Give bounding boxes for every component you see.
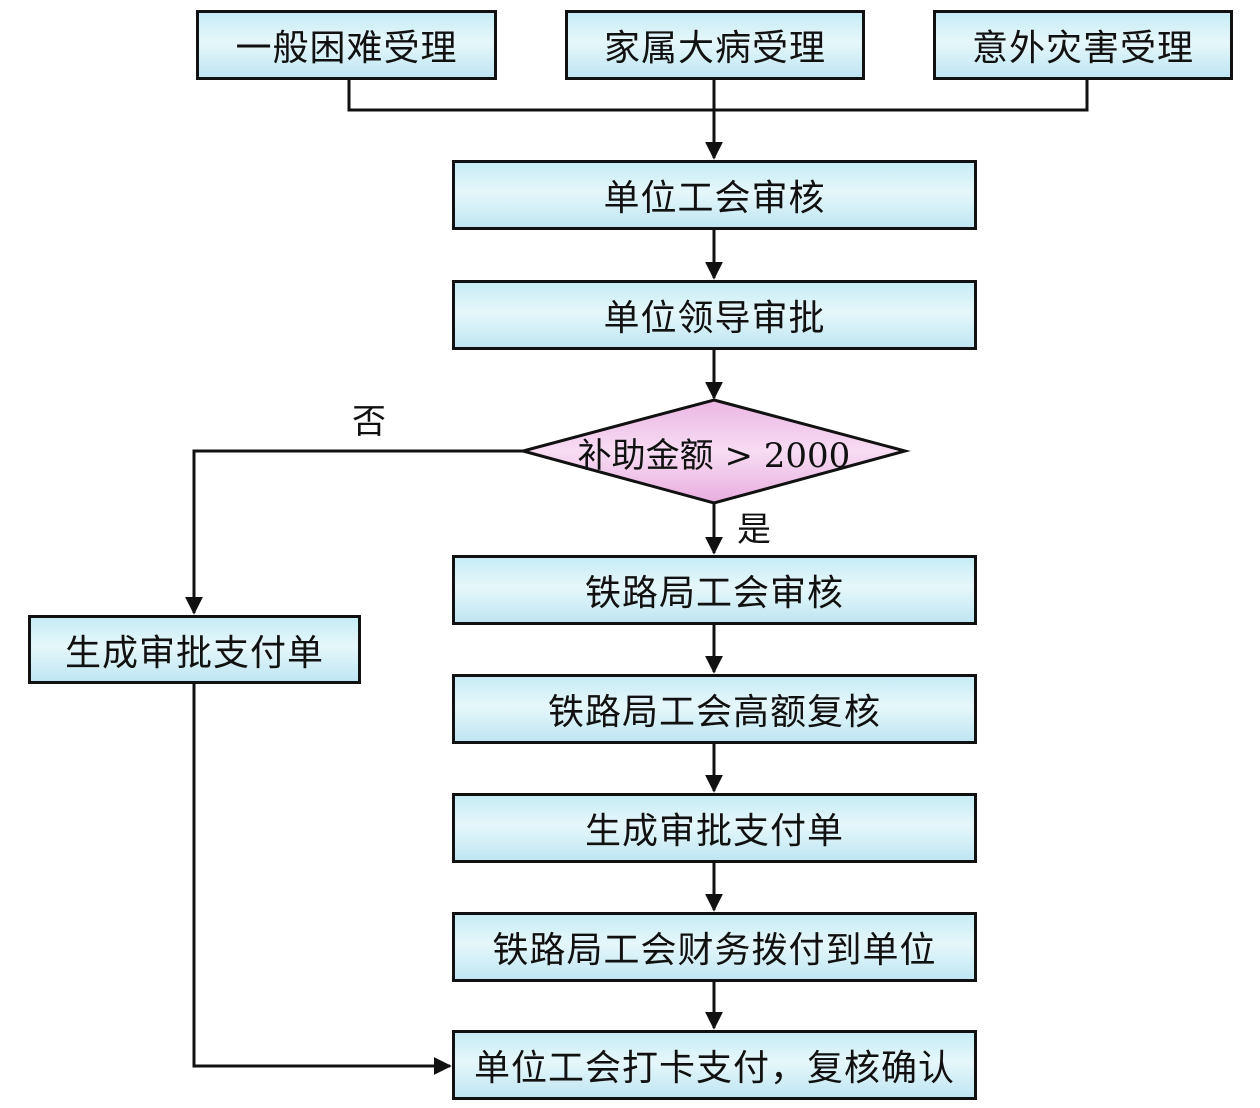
arrow-no (185, 449, 523, 615)
node-label: 生成审批支付单 (64, 632, 324, 674)
node-label: 家属大病受理 (603, 28, 826, 69)
arrow-no-branch-to-final (192, 683, 452, 1075)
node-label: 生成审批支付单 (584, 811, 844, 852)
merge-connector (347, 79, 1089, 112)
node-label: 铁路局工会财务拨付到单位 (492, 930, 937, 971)
node-label: 铁路局工会审核 (584, 573, 844, 614)
node-family-illness: 家属大病受理 (565, 10, 865, 80)
node-general-hardship: 一般困难受理 (196, 10, 497, 80)
node-unit-union-review: 单位工会审核 (452, 160, 977, 230)
node-accident-disaster: 意外灾害受理 (933, 10, 1233, 80)
node-label: 意外灾害受理 (971, 28, 1194, 69)
node-label: 铁路局工会高额复核 (547, 692, 881, 733)
node-generate-payment-no: 生成审批支付单 (28, 615, 361, 684)
node-bureau-high-recheck: 铁路局工会高额复核 (452, 674, 977, 744)
node-label: 单位领导审批 (603, 298, 826, 339)
node-unit-leader-approve: 单位领导审批 (452, 280, 977, 350)
node-label: 单位工会审核 (603, 178, 826, 219)
node-bureau-union-review: 铁路局工会审核 (452, 555, 977, 625)
no-label: 否 (352, 402, 386, 442)
node-label: 一般困难受理 (235, 28, 458, 69)
node-label: 单位工会打卡支付，复核确认 (473, 1048, 955, 1089)
node-generate-payment-yes: 生成审批支付单 (452, 793, 977, 863)
node-bureau-finance-disburse: 铁路局工会财务拨付到单位 (452, 912, 977, 982)
yes-label: 是 (737, 510, 771, 550)
node-unit-pay-confirm: 单位工会打卡支付，复核确认 (452, 1030, 977, 1100)
decision-label: 补助金额 > 2000 (577, 435, 851, 476)
